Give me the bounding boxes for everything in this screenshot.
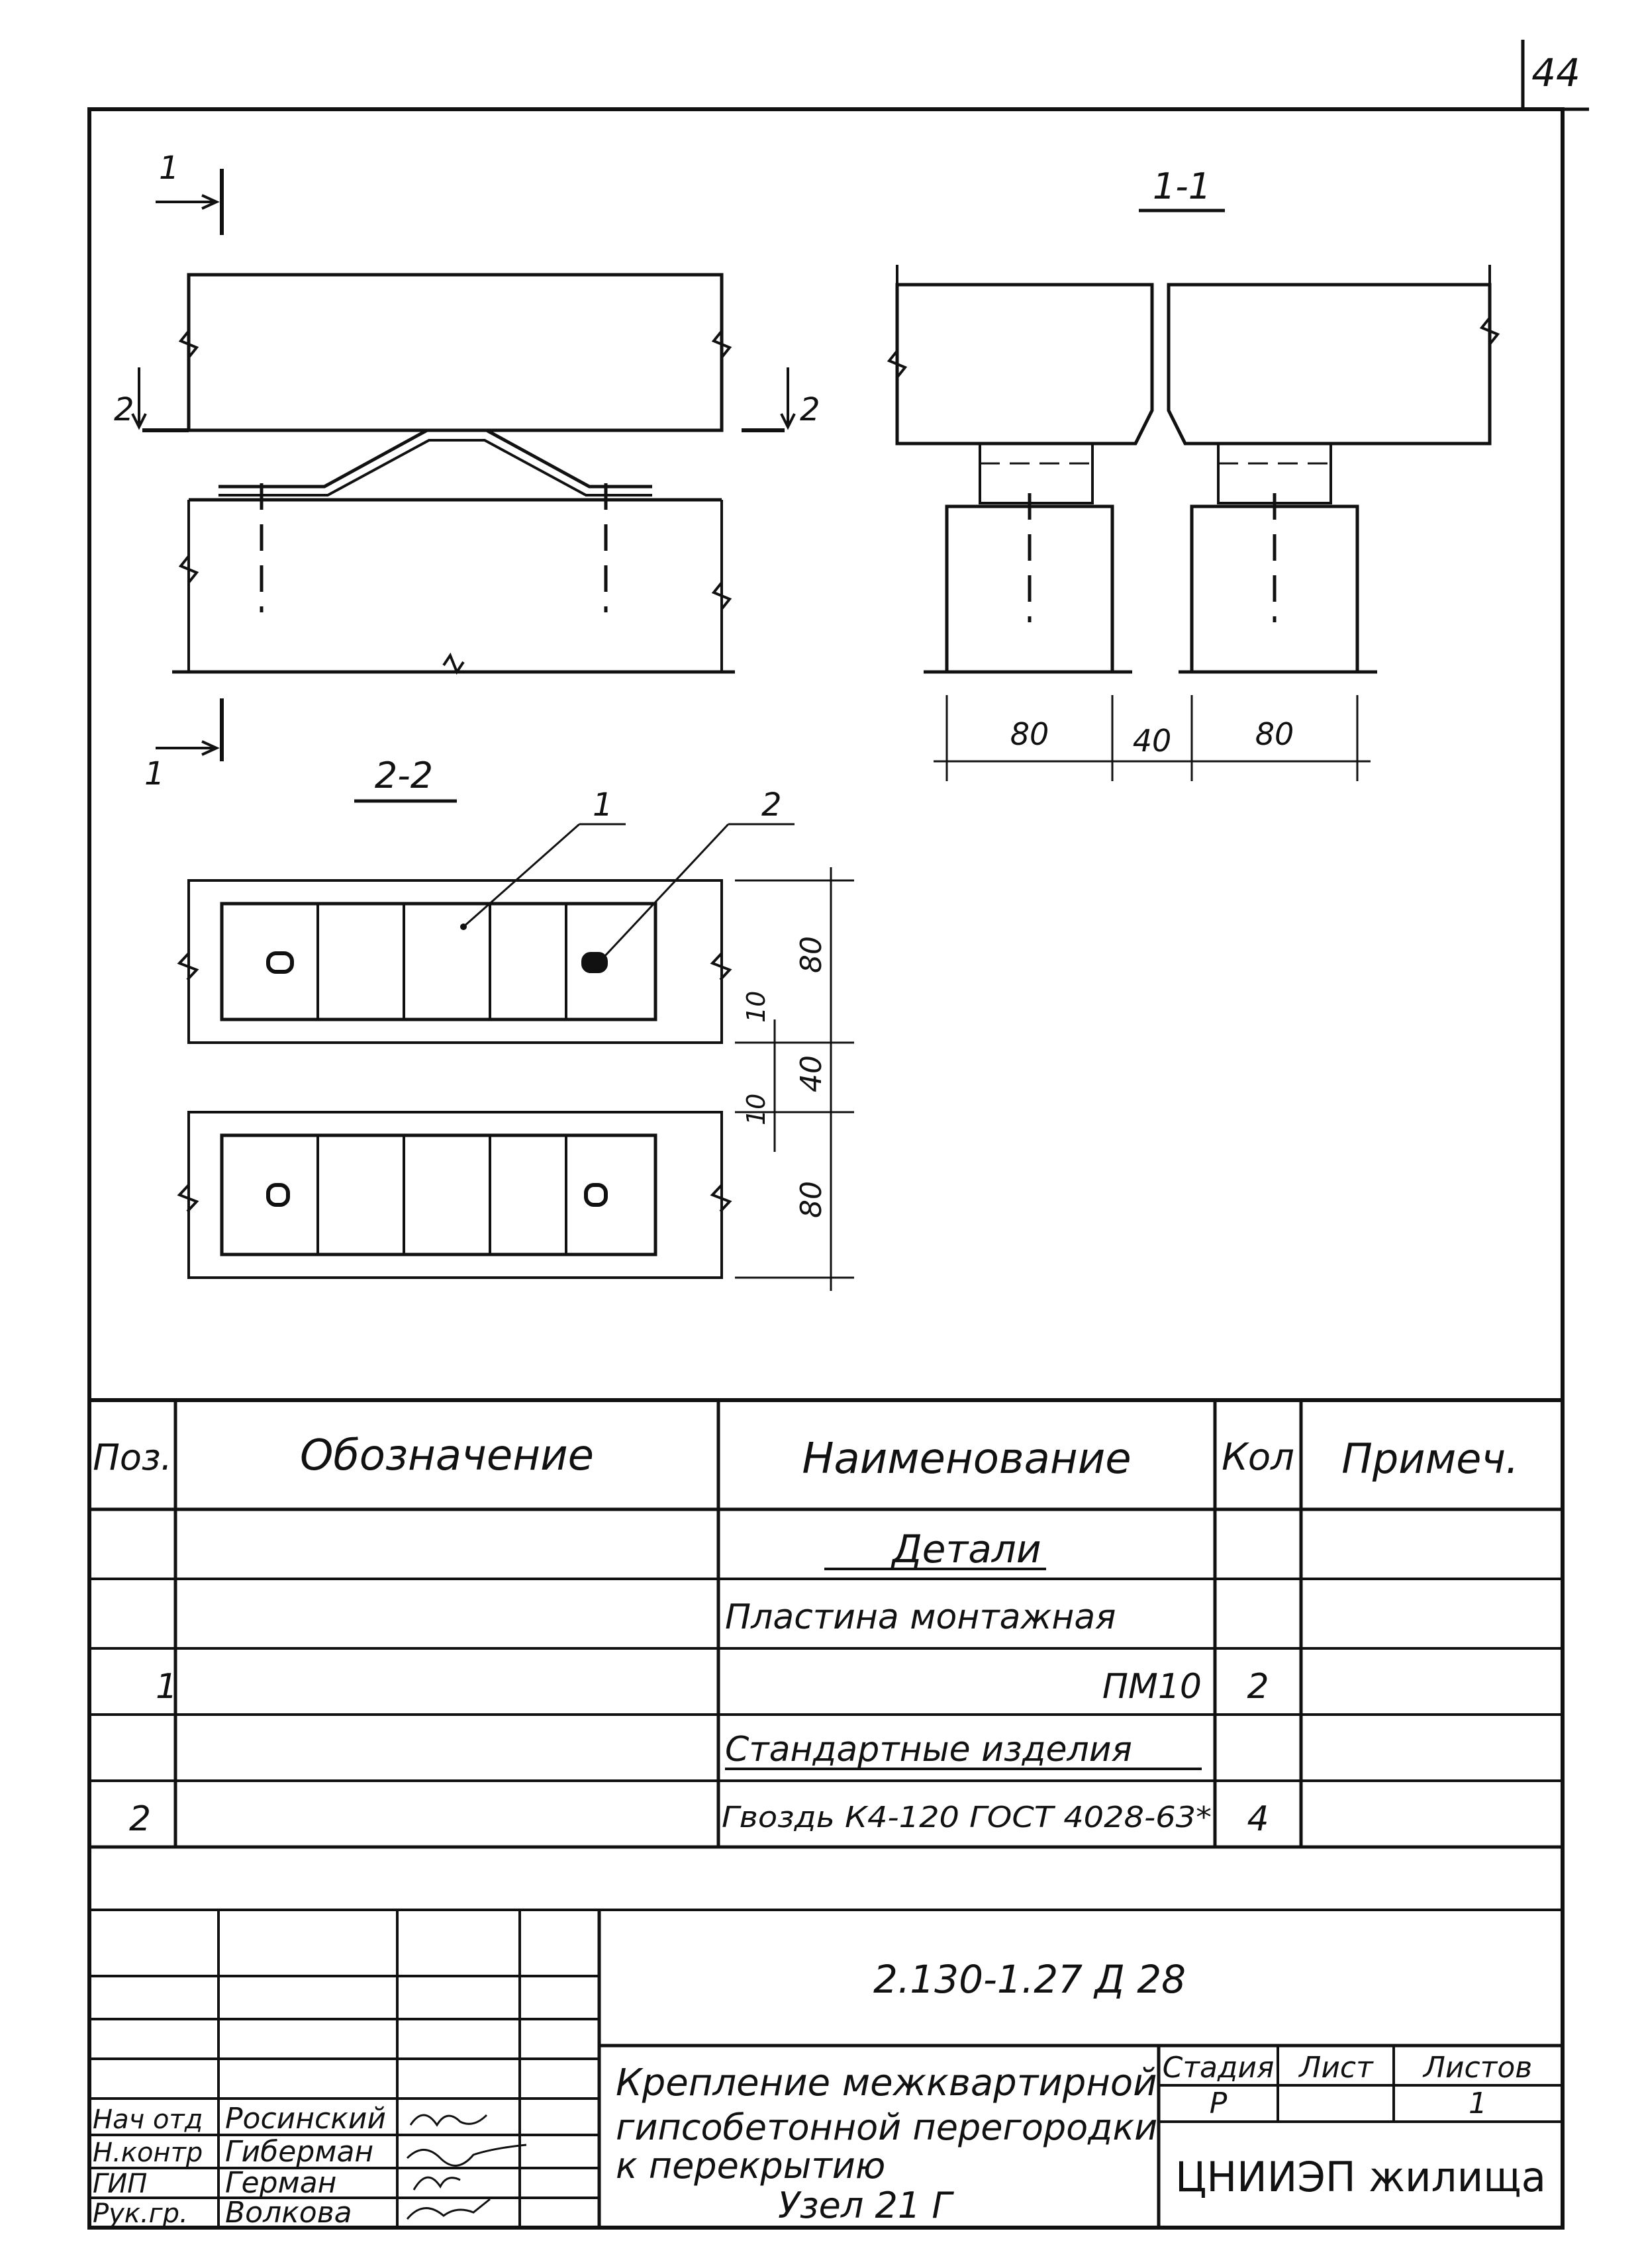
stage-value: Р <box>1210 2087 1228 2120</box>
person-name: Волкова <box>225 2196 352 2230</box>
dim-80-right: 80 <box>1255 716 1294 752</box>
title-line-3: к перекрытию <box>616 2145 885 2187</box>
row-name: Пластина монтажная <box>725 1597 1116 1637</box>
section-1-1: 1-1 80 40 80 <box>887 165 1500 781</box>
page-number-box: 44 <box>1521 40 1589 111</box>
nail-hole <box>581 952 608 973</box>
mounting-plate-profile <box>218 428 652 489</box>
title-line-4: Узел 21 Г <box>778 2185 954 2226</box>
sheet-header: Лист <box>1298 2051 1374 2085</box>
spec-table: Поз. Обозначение Наименование Кол Примеч… <box>89 1398 1563 1849</box>
dim-80-left: 80 <box>1010 716 1049 752</box>
slab-hatched <box>187 273 724 432</box>
plate-upper <box>220 902 657 1021</box>
slab-left-hatched <box>895 283 1154 446</box>
leader-2: 2 <box>761 786 782 824</box>
break-mark <box>711 330 732 359</box>
section-mark-2-left: 2 <box>114 391 134 428</box>
nail-hole <box>584 1183 608 1207</box>
role-label: Нач отд <box>93 2104 203 2135</box>
organization-name: ЦНИИЭП жилища <box>1175 2153 1546 2201</box>
plate-lower <box>220 1133 657 1256</box>
section-1-1-title: 1-1 <box>1153 165 1211 207</box>
row-qty: 2 <box>1247 1667 1269 1707</box>
document-code: 2.130-1.27 Д 28 <box>873 1957 1186 2002</box>
section-mark-1-bottom: 1 <box>144 755 165 792</box>
sheet-frame <box>87 107 1565 2230</box>
title-block: 2.130-1.27 Д 28 Крепление межквартирной … <box>89 1909 1563 2230</box>
signature <box>412 2176 461 2191</box>
section-2-2: 2-2 1 2 <box>177 755 854 1291</box>
header-pos: Поз. <box>93 1437 172 1478</box>
title-line-2: гипсобетонной перегородки <box>616 2106 1157 2148</box>
slab-right-hatched <box>1167 283 1492 446</box>
break-mark <box>442 652 465 675</box>
role-label: Н.контр <box>93 2138 203 2168</box>
signature <box>406 2198 491 2220</box>
section-2-2-title: 2-2 <box>375 755 433 796</box>
stage-header: Стадия <box>1163 2051 1275 2085</box>
role-label: ГИП <box>93 2169 147 2199</box>
break-mark <box>178 555 199 584</box>
nail-hole <box>266 1183 290 1207</box>
dim-40: 40 <box>1133 723 1172 759</box>
dim-10-bottom: 10 <box>742 1094 771 1125</box>
dim-80-top: 80 <box>795 936 828 973</box>
header-note: Примеч. <box>1341 1435 1519 1483</box>
sheets-value: 1 <box>1469 2087 1487 2120</box>
dim-80-bottom: 80 <box>795 1181 828 1218</box>
header-qty: Кол <box>1222 1436 1294 1479</box>
row-qty: 4 <box>1247 1799 1269 1839</box>
row-pos: 2 <box>129 1799 151 1839</box>
person-name: Гиберман <box>225 2135 373 2169</box>
side-view: 2 2 1 1 <box>114 150 820 792</box>
sheets-header: Листов <box>1422 2051 1532 2085</box>
row-pos: 1 <box>156 1667 177 1707</box>
person-name: Росинский <box>225 2102 386 2136</box>
nail-hole <box>266 951 294 974</box>
person-name: Герман <box>225 2166 336 2200</box>
signature <box>409 2114 488 2127</box>
dim-10-top: 10 <box>742 991 771 1023</box>
leader-1: 1 <box>593 786 613 824</box>
header-designation: Обозначение <box>300 1431 594 1480</box>
row-name: ПМ10 <box>1102 1667 1202 1707</box>
role-label: Рук.гр. <box>93 2198 188 2229</box>
title-line-1: Крепление межквартирной <box>616 2061 1157 2104</box>
section-mark-2-right: 2 <box>800 391 820 428</box>
row-name: Гвоздь К4-120 ГОСТ 4028-63* <box>722 1801 1212 1834</box>
page-number: 44 <box>1531 50 1580 95</box>
row-section-details: Детали <box>890 1527 1041 1572</box>
row-section-standard: Стандартные изделия <box>725 1730 1132 1770</box>
signature <box>406 2144 527 2167</box>
dim-40: 40 <box>795 1055 828 1092</box>
break-mark <box>178 330 199 359</box>
section-mark-1-top: 1 <box>159 150 179 187</box>
break-mark <box>711 581 732 610</box>
header-name: Наименование <box>802 1435 1131 1484</box>
